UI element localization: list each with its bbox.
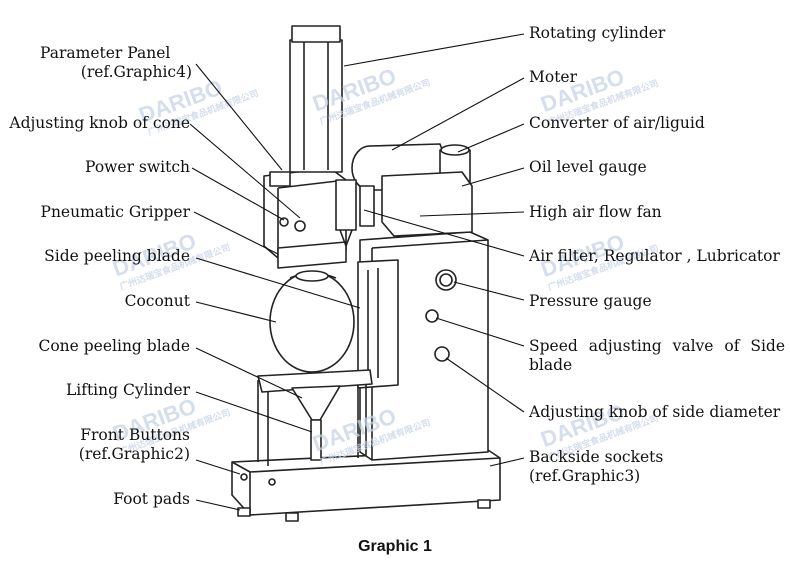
label-cone-peeling-blade: Cone peeling blade bbox=[20, 337, 190, 356]
label-converter-air-liquid: Converter of air/liguid bbox=[529, 114, 705, 133]
leader-line bbox=[195, 391, 313, 433]
leader-line bbox=[195, 347, 303, 399]
label-text: Front Buttons bbox=[80, 426, 190, 444]
label-text: Foot pads bbox=[113, 490, 190, 508]
label-text: Power switch bbox=[85, 158, 190, 176]
label-text: Oil level gauge bbox=[529, 158, 647, 176]
foot-pad bbox=[285, 512, 299, 522]
leader-line bbox=[363, 209, 525, 257]
parameter-panel bbox=[269, 171, 291, 187]
leader-line bbox=[457, 123, 525, 153]
leader-line bbox=[195, 257, 361, 309]
foot-pad bbox=[237, 507, 251, 517]
label-oil-level-gauge: Oil level gauge bbox=[529, 158, 647, 177]
foot-pad bbox=[477, 499, 491, 509]
speed-valve-knob bbox=[425, 309, 439, 323]
label-text: Backside sockets bbox=[529, 448, 664, 466]
label-text: (ref.Graphic4) bbox=[80, 63, 192, 81]
leader-line bbox=[195, 301, 277, 323]
label-text: Side peeling blade bbox=[44, 247, 190, 265]
label-text: Coconut bbox=[124, 292, 190, 310]
label-text: Moter bbox=[529, 68, 578, 86]
rotating-cylinder bbox=[289, 39, 343, 173]
label-coconut: Coconut bbox=[40, 292, 190, 311]
label-speed-valve: Speed adjusting valve of Side blade bbox=[529, 337, 785, 375]
label-text: High air flow fan bbox=[529, 203, 662, 221]
leader-line bbox=[391, 77, 525, 151]
label-text: Parameter Panel bbox=[40, 44, 171, 62]
label-power-switch: Power switch bbox=[40, 158, 190, 177]
leader-line bbox=[445, 357, 525, 413]
label-pneumatic-gripper: Pneumatic Gripper bbox=[20, 203, 190, 222]
label-air-filter: Air filter, Regulator , Lubricator bbox=[529, 247, 780, 266]
label-text: Pneumatic Gripper bbox=[40, 203, 190, 221]
leader-line bbox=[343, 33, 525, 67]
label-pressure-gauge: Pressure gauge bbox=[529, 292, 652, 311]
front-button bbox=[268, 478, 276, 486]
figure-caption: Graphic 1 bbox=[358, 538, 432, 555]
leader-line bbox=[193, 211, 279, 255]
label-rotating-cylinder: Rotating cylinder bbox=[529, 24, 665, 43]
label-lifting-cylinder: Lifting Cylinder bbox=[40, 381, 190, 400]
front-button bbox=[240, 473, 248, 481]
label-moter: Moter bbox=[529, 68, 577, 87]
label-text: (ref.Graphic3) bbox=[529, 467, 641, 485]
label-high-air-flow-fan: High air flow fan bbox=[529, 203, 662, 222]
label-adjusting-knob-side: Adjusting knob of side diameter bbox=[529, 403, 780, 422]
label-text: Converter of air/liguid bbox=[529, 114, 705, 132]
side-diameter-knob bbox=[434, 346, 450, 362]
leader-line bbox=[489, 457, 525, 467]
leader-line bbox=[195, 459, 241, 475]
label-text: Pressure gauge bbox=[529, 292, 652, 310]
label-text: Rotating cylinder bbox=[529, 24, 666, 42]
leader-line bbox=[453, 281, 525, 301]
label-text: Lifting Cylinder bbox=[65, 381, 190, 399]
gripper-block bbox=[277, 241, 347, 269]
power-switch-knob bbox=[279, 217, 289, 227]
label-text: blade bbox=[529, 356, 573, 374]
label-text: Speed adjusting valve of Side bbox=[529, 337, 785, 355]
pressure-gauge-dial bbox=[435, 269, 457, 291]
leader-line bbox=[195, 63, 283, 171]
label-backside-sockets: Backside sockets (ref.Graphic3) bbox=[529, 448, 663, 486]
fan-box bbox=[381, 171, 473, 237]
label-text: (ref.Graphic2) bbox=[78, 445, 190, 463]
label-side-peeling-blade: Side peeling blade bbox=[20, 247, 190, 266]
leader-line bbox=[419, 211, 525, 217]
label-text: Adjusting knob of side diameter bbox=[529, 403, 781, 421]
label-adjusting-knob-cone: Adjusting knob of cone bbox=[4, 114, 190, 133]
label-foot-pads: Foot pads bbox=[40, 490, 190, 509]
label-line: Parameter Panel bbox=[40, 44, 192, 63]
leader-line bbox=[189, 123, 301, 219]
leader-line bbox=[191, 167, 285, 221]
cone-knob bbox=[294, 220, 306, 232]
label-parameter-panel: Parameter Panel (ref.Graphic4) bbox=[40, 44, 192, 82]
lifting-cylinder bbox=[310, 419, 322, 461]
label-front-buttons: Front Buttons (ref.Graphic2) bbox=[40, 426, 190, 464]
leader-line bbox=[195, 499, 241, 511]
label-text: Cone peeling blade bbox=[38, 337, 190, 355]
label-text: Adjusting knob of cone bbox=[9, 114, 190, 132]
leader-line bbox=[435, 317, 525, 347]
label-text: Air filter, Regulator , Lubricator bbox=[529, 247, 780, 265]
air-filter bbox=[335, 179, 357, 231]
leader-line bbox=[461, 167, 525, 187]
